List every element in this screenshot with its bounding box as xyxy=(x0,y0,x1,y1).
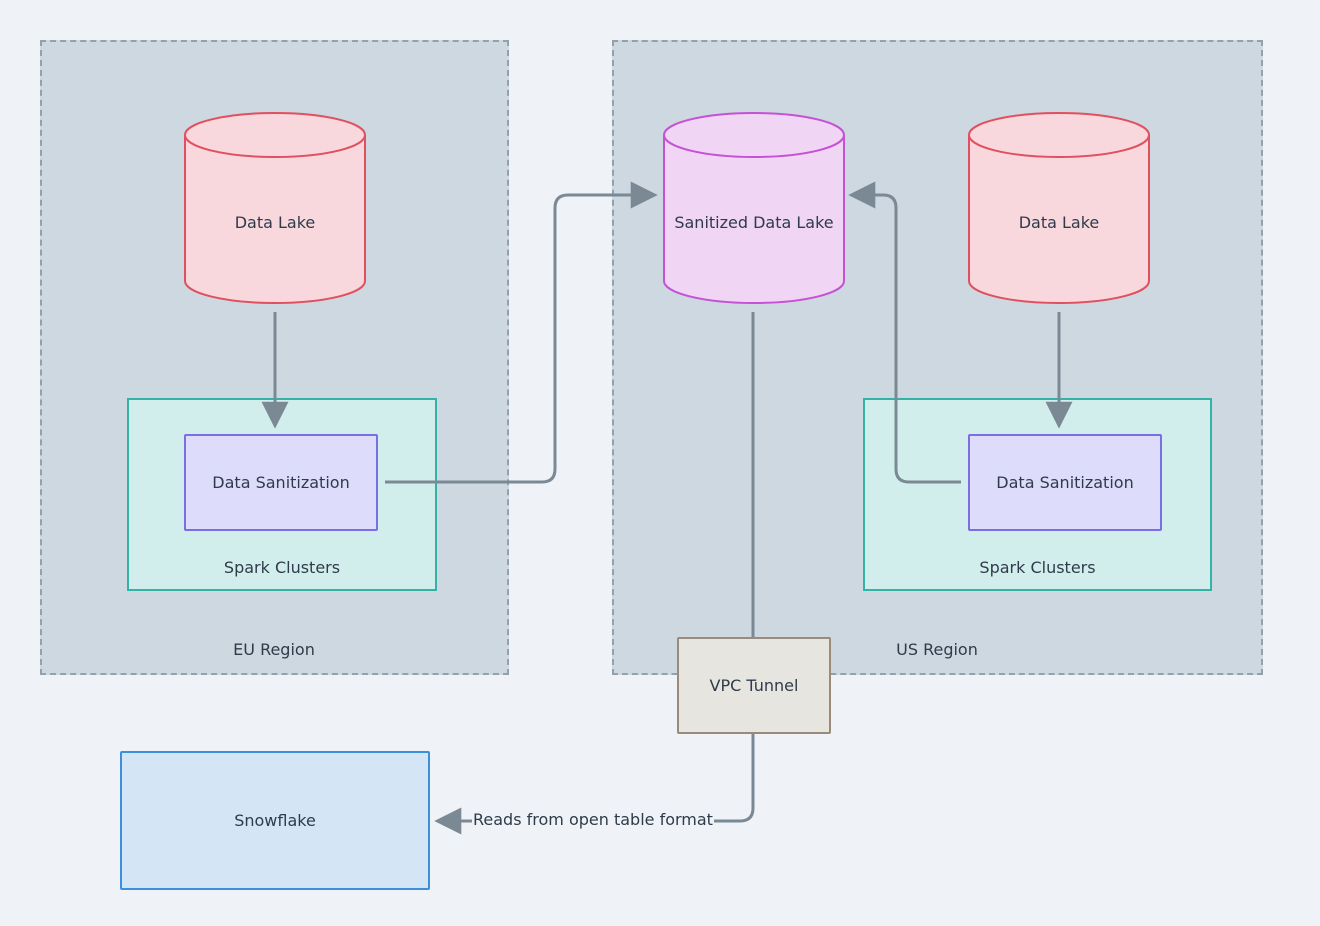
edge-eu-sanitization-to-sanitized-lake xyxy=(385,181,658,484)
us-data-lake-label: Data Lake xyxy=(1018,213,1100,232)
vpc-tunnel-label: VPC Tunnel xyxy=(709,676,799,695)
eu-spark-clusters-label: Spark Clusters xyxy=(223,558,341,577)
eu-data-lake-label: Data Lake xyxy=(234,213,316,232)
edge-us-sanitization-to-sanitized-lake xyxy=(848,181,961,484)
sanitized-data-lake[interactable]: Sanitized Data Lake xyxy=(662,111,846,306)
eu-region-label: EU Region xyxy=(233,640,315,659)
us-data-sanitization[interactable]: Data Sanitization xyxy=(968,434,1162,531)
vpc-tunnel[interactable]: VPC Tunnel xyxy=(677,637,831,734)
us-data-lake[interactable]: Data Lake xyxy=(967,111,1151,306)
sanitized-data-lake-label: Sanitized Data Lake xyxy=(674,213,834,232)
eu-data-lake-cylinder-icon xyxy=(184,112,366,304)
eu-data-sanitization[interactable]: Data Sanitization xyxy=(184,434,378,531)
edge-vpc-to-snowflake xyxy=(434,734,755,835)
edge-label-reads-from-open-table-format: Reads from open table format xyxy=(472,810,714,829)
us-data-sanitization-label: Data Sanitization xyxy=(996,473,1134,492)
eu-data-lake[interactable]: Data Lake xyxy=(183,111,367,306)
snowflake[interactable]: Snowflake xyxy=(120,751,430,890)
snowflake-label: Snowflake xyxy=(234,811,316,830)
us-spark-clusters-label: Spark Clusters xyxy=(979,558,1096,577)
us-data-lake-cylinder-icon xyxy=(968,112,1150,304)
us-region-label: US Region xyxy=(896,640,978,659)
eu-data-sanitization-label: Data Sanitization xyxy=(212,473,350,492)
sanitized-data-lake-cylinder-icon xyxy=(663,112,845,304)
